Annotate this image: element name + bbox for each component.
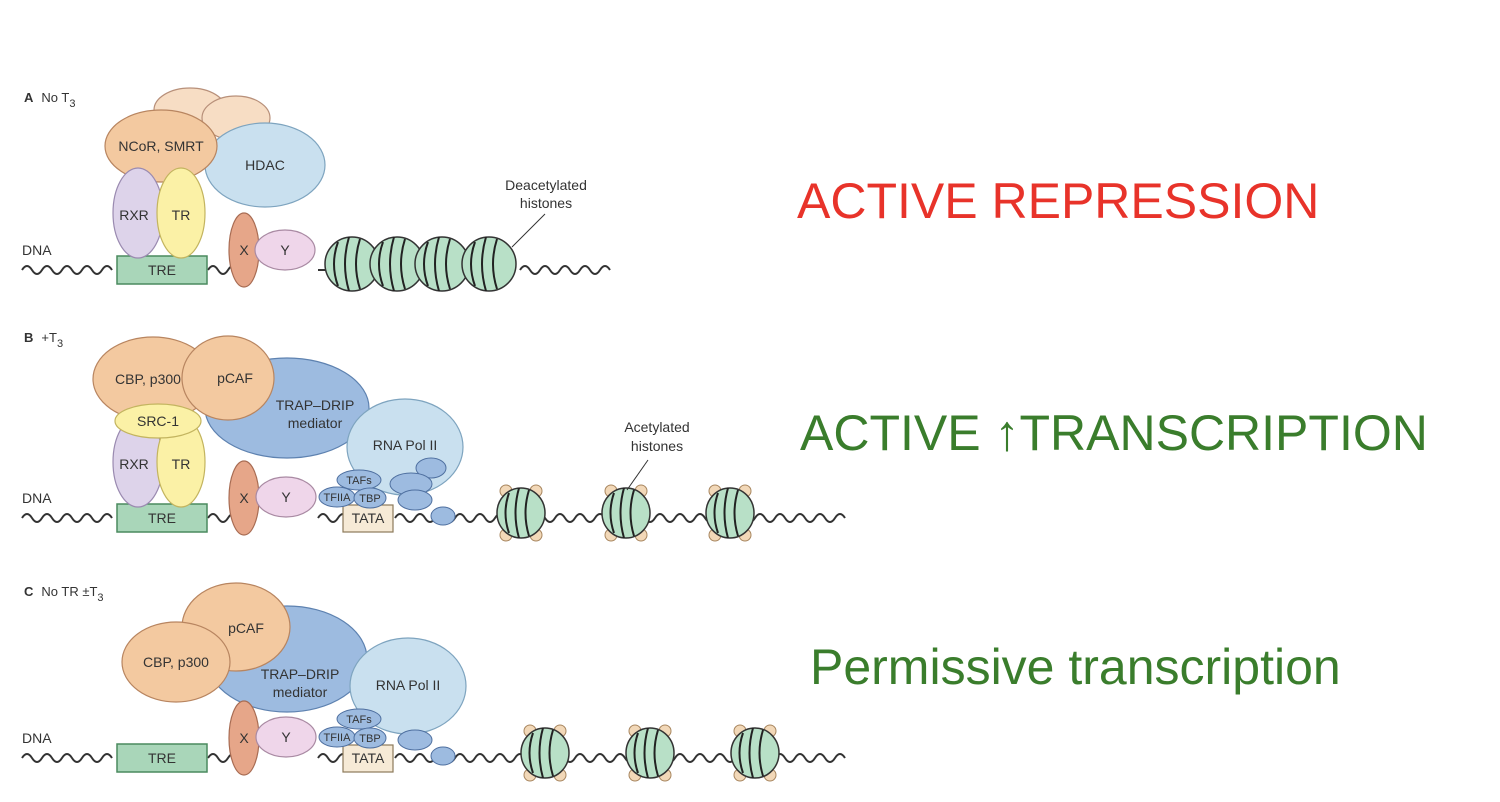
histone-pointer-b — [626, 459, 649, 491]
mediator-label-c-line1: TRAP–DRIP — [261, 666, 340, 682]
tre-box-a — [116, 255, 208, 285]
nucleosomes-b — [496, 484, 755, 542]
tafs-c — [336, 708, 382, 730]
histones-label-a-line1: Deacetylated — [505, 177, 587, 193]
svg-text:B+T3: B +T3 — [24, 330, 63, 350]
histones-label-b-line1: Acetylated — [624, 419, 689, 435]
nucleosome-b1 — [496, 484, 546, 542]
tata-label-c: TATA — [352, 750, 385, 766]
tr-a — [156, 167, 206, 259]
tfiia-label-c: TFIIA — [324, 732, 352, 744]
basal-factor-1-c — [397, 729, 433, 751]
panel-c-condition: No TR ±T — [41, 584, 97, 599]
basal-factor-3-b — [397, 489, 433, 511]
panel-c-t3-subscript: 3 — [97, 592, 103, 604]
cbp-p300-c — [121, 621, 231, 703]
rxr-label-a: RXR — [119, 207, 149, 223]
panel-b-condition: +T — [41, 330, 57, 345]
tr-label-b: TR — [172, 456, 191, 472]
permissive-transcription-caption: Permissive transcription — [810, 639, 1341, 695]
tre-box-c — [116, 743, 208, 773]
factor-y-b — [255, 476, 317, 518]
ncor-smrt-a — [104, 109, 218, 183]
factor-y-a — [254, 229, 316, 271]
mediator-label-c-line2: mediator — [273, 684, 328, 700]
nucleosome-b3 — [705, 484, 755, 542]
x-label-c: X — [239, 730, 249, 746]
nucleosomes-a — [324, 236, 517, 292]
y-label-a: Y — [280, 242, 290, 258]
tre-label-c: TRE — [148, 750, 176, 766]
nucleosome-b2 — [601, 484, 651, 542]
rna-pol-label-c: RNA Pol II — [376, 677, 441, 693]
rna-pol-label-b: RNA Pol II — [373, 437, 438, 453]
nucleosome-a2 — [369, 236, 425, 292]
tata-label-b: TATA — [352, 510, 385, 526]
panel-a-condition: No T — [41, 90, 69, 105]
panel-a-t3-subscript: 3 — [69, 98, 75, 110]
nucleosome-a4 — [461, 236, 517, 292]
dna-strand-c — [21, 753, 846, 763]
basal-factor-2-c — [430, 746, 456, 766]
mediator-label-b-line2: mediator — [288, 415, 343, 431]
src1-label-b: SRC-1 — [137, 413, 179, 429]
tre-label-a: TRE — [148, 262, 176, 278]
basal-factor-4-b — [430, 506, 456, 526]
nucleosome-a3 — [414, 236, 470, 292]
tbp-label-c: TBP — [359, 733, 380, 745]
dna-strand-b — [21, 513, 846, 523]
histone-pointer-a — [511, 213, 546, 248]
basal-factor-1-b — [415, 457, 447, 479]
pcaf-b — [181, 335, 275, 421]
panel-c: C No TR ±T3 DNA TRE TRAP–DRIP mediator RN… — [21, 582, 846, 782]
y-label-b: Y — [281, 489, 291, 505]
active-transcription-caption: ACTIVE ↑TRANSCRIPTION — [800, 405, 1428, 461]
svg-text:CNo TR ±T3: C No TR ±T3 — [24, 584, 104, 604]
nucleosome-c1 — [520, 724, 570, 782]
tr-label-a: TR — [172, 207, 191, 223]
tbp-c — [353, 727, 387, 749]
ncor-smrt-label-a: NCoR, SMRT — [118, 138, 204, 154]
dna-label-b: DNA — [22, 490, 52, 506]
nucleosome-c3 — [730, 724, 780, 782]
panel-a-id: A — [24, 90, 34, 105]
histones-label-b-line2: histones — [631, 438, 683, 454]
hdac-label-a: HDAC — [245, 157, 285, 173]
tafs-label-b: TAFs — [346, 475, 372, 487]
panel-b-id: B — [24, 330, 33, 345]
factor-y-c — [255, 716, 317, 758]
tbp-label-b: TBP — [359, 493, 380, 505]
panel-b-t3-subscript: 3 — [57, 338, 63, 350]
mediator-label-b-line1: TRAP–DRIP — [276, 397, 355, 413]
histones-label-a-line2: histones — [520, 195, 572, 211]
panel-c-id: C — [24, 584, 34, 599]
y-label-c: Y — [281, 729, 291, 745]
cbp-label-c: CBP, p300 — [143, 654, 209, 670]
src1-b — [114, 403, 202, 439]
dna-label-a: DNA — [22, 242, 52, 258]
panel-b: B +T3 DNA TRE TRAP–DRIP mediator RNA Pol … — [21, 330, 846, 542]
tata-box-b — [342, 504, 394, 533]
x-label-b: X — [239, 490, 249, 506]
tre-label-b: TRE — [148, 510, 176, 526]
x-label-a: X — [239, 242, 249, 258]
pcaf-label-c: pCAF — [228, 620, 264, 636]
tafs-label-c: TAFs — [346, 714, 372, 726]
tafs-b — [336, 469, 382, 491]
tre-box-b — [116, 503, 208, 533]
svg-text:ANo T3: A No T3 — [24, 90, 75, 110]
dna-label-c: DNA — [22, 730, 52, 746]
nucleosomes-c — [520, 724, 780, 782]
dna-strand-a — [21, 265, 611, 275]
active-repression-caption: ACTIVE REPRESSION — [797, 173, 1320, 229]
tfiia-label-b: TFIIA — [324, 492, 352, 504]
tbp-b — [353, 487, 387, 509]
rxr-label-b: RXR — [119, 456, 149, 472]
nucleosome-c2 — [625, 724, 675, 782]
cbp-label-b: CBP, p300 — [115, 371, 181, 387]
pcaf-label-b: pCAF — [217, 370, 253, 386]
